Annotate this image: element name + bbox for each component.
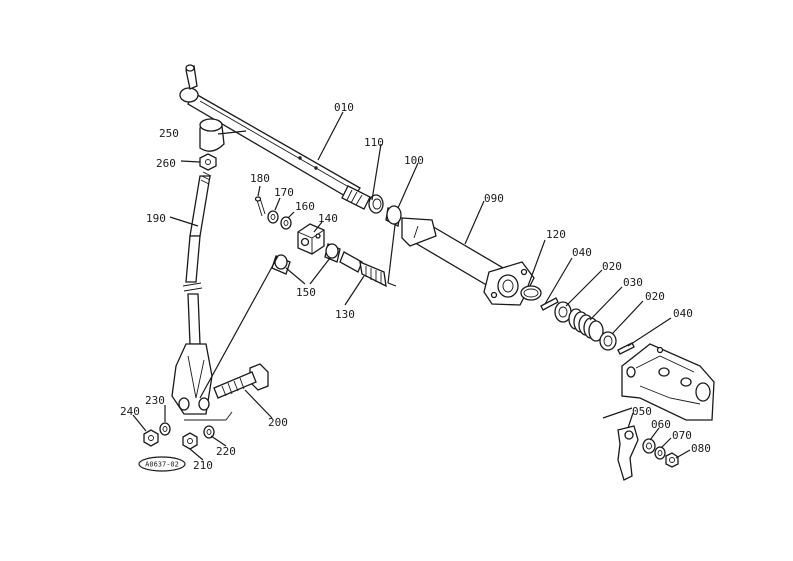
part-labels: 010 110 100 090 120 040 020 030 020 040 …: [120, 101, 711, 472]
label-140: 140: [318, 212, 338, 225]
shift-tube-090: [401, 217, 535, 306]
label-210: 210: [193, 459, 213, 472]
spring-030: [568, 308, 604, 342]
label-260: 260: [156, 157, 176, 170]
label-190: 190: [146, 212, 166, 225]
label-090: 090: [484, 192, 504, 205]
label-040-upper: 040: [572, 246, 592, 259]
washer-220: [203, 425, 215, 439]
label-150: 150: [296, 286, 316, 299]
pin-040-upper: [540, 297, 559, 311]
label-220: 220: [216, 445, 236, 458]
reference-code-badge: A0637-02: [138, 456, 186, 472]
label-180: 180: [250, 172, 270, 185]
cotter-pin-180: [254, 196, 266, 217]
threaded-pin-130: [339, 251, 387, 288]
label-080: 080: [691, 442, 711, 455]
label-030: 030: [623, 276, 643, 289]
label-020-lower: 020: [645, 290, 665, 303]
nut-240: [143, 429, 159, 447]
knob-250: [199, 118, 225, 152]
lever-050: [617, 425, 639, 481]
washer-060: [642, 438, 656, 454]
bushing-150-b: [271, 254, 291, 275]
label-010: 010: [334, 101, 354, 114]
reference-code: A0637-02: [145, 461, 179, 469]
washer-070: [654, 446, 666, 460]
label-240: 240: [120, 405, 140, 418]
label-130: 130: [335, 308, 355, 321]
label-100: 100: [404, 154, 424, 167]
washer-230: [159, 422, 171, 436]
ring-110: [368, 194, 384, 214]
o-ring-120: [520, 285, 542, 301]
bolt-200: [213, 363, 269, 399]
shift-housing: [621, 343, 715, 421]
nut-260: [199, 153, 217, 171]
block-140: [297, 223, 325, 255]
label-170: 170: [274, 186, 294, 199]
label-160: 160: [295, 200, 315, 213]
label-020-upper: 020: [602, 260, 622, 273]
label-230: 230: [145, 394, 165, 407]
leader-lines: [132, 111, 691, 461]
label-200: 200: [268, 416, 288, 429]
label-060: 060: [651, 418, 671, 431]
washer-170: [267, 210, 279, 224]
pin-040-lower: [617, 342, 635, 355]
nut-080: [665, 452, 679, 468]
shift-lever-190: [171, 171, 213, 415]
nut-210: [182, 432, 198, 450]
label-040-lower: 040: [673, 307, 693, 320]
shift-rod-010: [179, 64, 371, 210]
bushing-150-a: [324, 243, 341, 263]
collar-020-b: [599, 331, 617, 351]
bushing-100: [385, 205, 402, 227]
label-050: 050: [632, 405, 652, 418]
label-070: 070: [672, 429, 692, 442]
washer-160: [280, 216, 292, 230]
label-120: 120: [546, 228, 566, 241]
label-250: 250: [159, 127, 179, 140]
label-110: 110: [364, 136, 384, 149]
